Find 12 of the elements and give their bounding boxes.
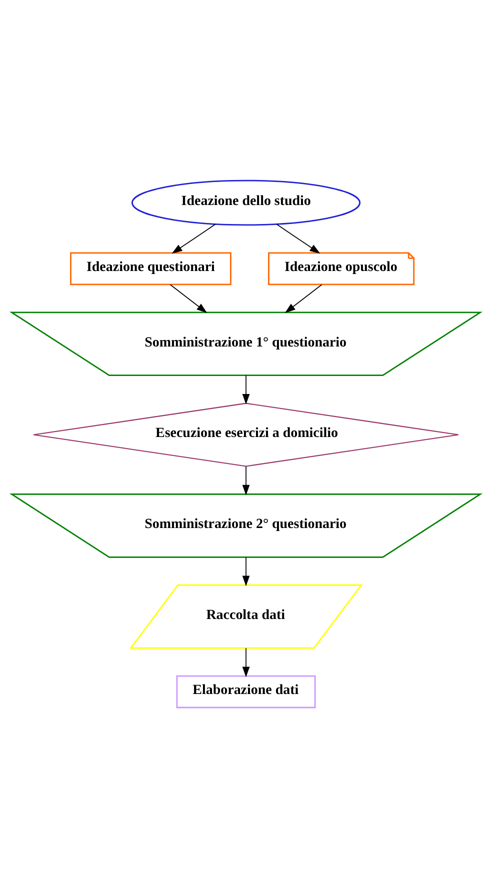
arrow — [284, 284, 322, 313]
arrow — [170, 284, 208, 313]
node-box: Ideazione questionari — [70, 252, 232, 285]
arrow — [242, 374, 250, 404]
node-ellipse: Ideazione dello studio — [131, 179, 361, 226]
arrow — [276, 223, 320, 254]
node-diamond: Esecuzione esercizi a domicilio — [33, 402, 459, 466]
arrow — [242, 647, 250, 677]
node-box: Elaborazione dati — [176, 674, 316, 708]
arrow — [172, 223, 216, 254]
arrow — [242, 556, 250, 586]
arrow — [242, 465, 250, 495]
